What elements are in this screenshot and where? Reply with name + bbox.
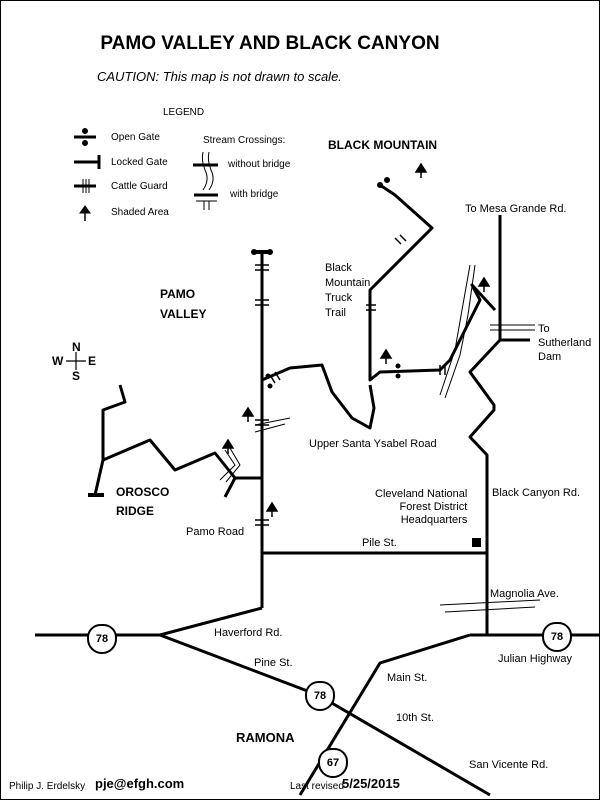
caution-note: CAUTION: This map is not drawn to scale. bbox=[97, 69, 342, 84]
label-pamo-valley: PAMO VALLEY bbox=[160, 284, 206, 324]
label-orosco-ridge: OROSCO RIDGE bbox=[116, 483, 169, 521]
footer-author: Philip J. Erdelsky bbox=[9, 781, 86, 792]
legend-symbols bbox=[74, 128, 218, 221]
highway-78-shield: 78 bbox=[305, 681, 335, 711]
legend-stream-crossings: Stream Crossings: bbox=[203, 135, 286, 146]
black-mountain-truck-trail bbox=[368, 183, 497, 382]
label-line: Forest District bbox=[399, 501, 468, 513]
locked-gate-icon bbox=[88, 493, 104, 497]
label-to-mesa-grande: To Mesa Grande Rd. bbox=[465, 203, 567, 215]
label-haverford-rd: Haverford Rd. bbox=[214, 627, 283, 639]
label-cleveland-nf-hq: Cleveland National Forest District Headq… bbox=[375, 488, 467, 527]
open-gate-icon bbox=[377, 182, 383, 188]
label-line: Trail bbox=[325, 307, 346, 319]
compass-n: N bbox=[72, 340, 81, 354]
label-to-sutherland-dam: To Sutherland Dam bbox=[538, 322, 591, 364]
legend-heading: LEGEND bbox=[163, 107, 205, 118]
open-gate-icon bbox=[265, 373, 271, 379]
label-black-canyon-rd: Black Canyon Rd. bbox=[492, 487, 581, 499]
footer-revised-label: Last revised bbox=[290, 781, 344, 792]
label-line: PAMO bbox=[160, 287, 196, 301]
label-pile-st: Pile St. bbox=[362, 537, 397, 549]
headquarters-marker bbox=[472, 538, 481, 547]
label-san-vicente-rd: San Vicente Rd. bbox=[469, 759, 549, 771]
legend-open-gate: Open Gate bbox=[111, 132, 160, 143]
label-pine-st: Pine St. bbox=[254, 657, 293, 669]
label-black-mountain: BLACK MOUNTAIN bbox=[328, 138, 438, 152]
mesa-grande-rd bbox=[498, 215, 530, 342]
shaded-area-markers bbox=[221, 162, 491, 517]
orosco-spur-2 bbox=[223, 477, 237, 498]
label-julian-highway: Julian Highway bbox=[498, 653, 572, 665]
locked-gate-icon bbox=[253, 250, 271, 254]
label-magnolia-ave: Magnolia Ave. bbox=[490, 588, 559, 600]
label-line: To bbox=[538, 323, 550, 335]
compass-s: S bbox=[72, 369, 81, 383]
legend-cattle-guard: Cattle Guard bbox=[111, 181, 168, 192]
footer-email[interactable]: pje@efgh.com bbox=[95, 776, 185, 791]
orosco-spur bbox=[101, 384, 127, 460]
streams bbox=[219, 264, 541, 613]
highway-78-shield: 78 bbox=[542, 622, 572, 652]
label-line: OROSCO bbox=[116, 485, 170, 499]
legend-locked-gate: Locked Gate bbox=[111, 157, 168, 168]
highway-78-shield: 78 bbox=[87, 624, 117, 654]
compass bbox=[66, 352, 86, 370]
label-line: Dam bbox=[538, 351, 562, 363]
label-upper-santa-ysabel-rd: Upper Santa Ysabel Road bbox=[309, 438, 437, 450]
legend-without-bridge: without bridge bbox=[228, 159, 291, 170]
label-ramona: RAMONA bbox=[236, 730, 295, 745]
legend-with-bridge: with bridge bbox=[230, 189, 279, 200]
label-line: Black bbox=[325, 262, 352, 274]
label-10th-st: 10th St. bbox=[396, 712, 434, 724]
cattle-guards bbox=[255, 234, 446, 526]
compass-e: E bbox=[88, 354, 97, 368]
label-black-mountain-truck-trail: Black Mountain Truck Trail bbox=[325, 261, 370, 321]
label-line: VALLEY bbox=[160, 307, 207, 321]
label-line: Cleveland National bbox=[375, 488, 468, 500]
upper-santa-ysabel-rd bbox=[261, 363, 376, 430]
black-canyon-rd bbox=[468, 338, 502, 635]
haverford-rd bbox=[159, 606, 263, 637]
map-title: PAMO VALLEY AND BLACK CANYON bbox=[100, 33, 440, 54]
open-gate-icon bbox=[395, 363, 401, 369]
compass-w: W bbox=[52, 354, 64, 368]
gates bbox=[88, 177, 481, 547]
label-pamo-road: Pamo Road bbox=[186, 526, 245, 538]
footer-revised-date: 5/25/2015 bbox=[342, 776, 400, 791]
label-line: RIDGE bbox=[116, 504, 155, 518]
label-line: Headquarters bbox=[400, 514, 468, 526]
label-line: Sutherland bbox=[538, 337, 592, 349]
legend-shaded-area: Shaded Area bbox=[111, 207, 169, 218]
label-line: Truck bbox=[325, 292, 353, 304]
label-main-st: Main St. bbox=[387, 672, 428, 684]
highway-67-shield: 67 bbox=[318, 748, 348, 778]
label-line: Mountain bbox=[325, 277, 371, 289]
